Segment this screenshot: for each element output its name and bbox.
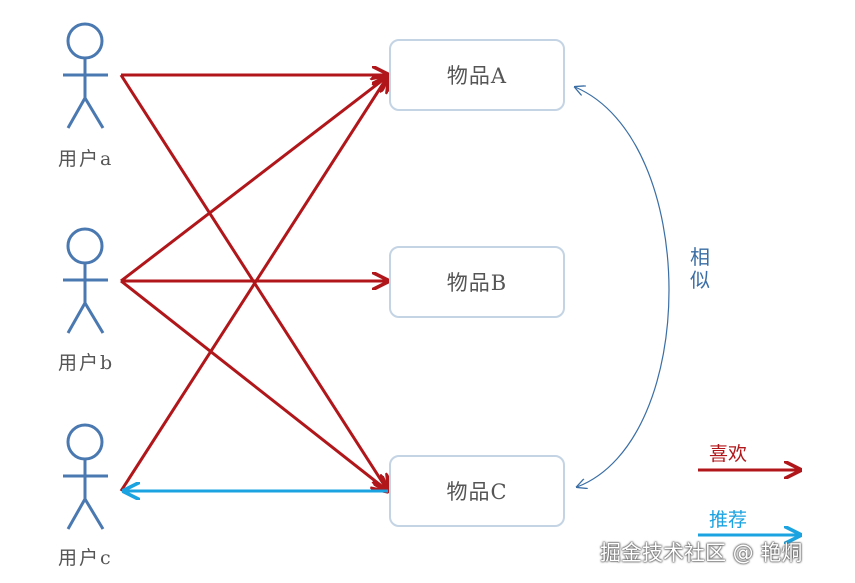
item-b-box: 物品B — [389, 246, 565, 318]
user-c-label: 用户c — [58, 547, 113, 569]
legend-recommend-label: 推荐 — [709, 509, 748, 531]
user-b-label: 用户b — [58, 352, 115, 374]
legend-like-label: 喜欢 — [709, 443, 748, 465]
like-arrow-c-to-A — [119, 76, 388, 492]
like-arrow-b-to-A — [120, 76, 388, 283]
similar-label: 相似 — [690, 245, 710, 292]
user-b-icon — [63, 227, 108, 334]
item-a-box: 物品A — [389, 39, 565, 111]
item-c-box: 物品C — [389, 455, 565, 527]
user-a-icon — [63, 22, 108, 129]
user-a-label: 用户a — [58, 148, 114, 170]
similar-arc — [575, 87, 670, 487]
user-c-icon — [63, 423, 108, 530]
like-arrow-b-to-C — [120, 279, 388, 491]
watermark: 掘金技术社区 @ 艳烔 — [600, 541, 803, 565]
